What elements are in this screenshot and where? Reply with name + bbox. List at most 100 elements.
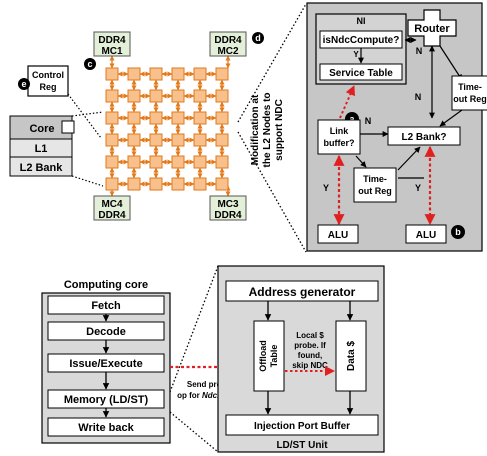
red-dotted-to-service-table xyxy=(339,85,355,119)
link-buffer-line1: Link xyxy=(330,126,349,136)
mesh-node xyxy=(105,177,119,191)
mesh-node xyxy=(127,67,141,81)
badge-d-label: d xyxy=(255,33,261,43)
mesh-node xyxy=(171,177,185,191)
mesh-node xyxy=(105,133,119,147)
ldst-unit-panel: Address generator Offload Table Data $ L… xyxy=(217,265,385,453)
core-label: Core xyxy=(29,123,54,135)
control-reg-box: Control Reg xyxy=(27,65,69,97)
timeout-reg-bottom xyxy=(353,167,397,203)
badge-b-label: b xyxy=(455,227,461,237)
link-buffer-box xyxy=(317,119,361,155)
core-zoom-line-bottom xyxy=(71,175,104,187)
memory-controller-mc1: DDR4 MC1 xyxy=(93,31,131,57)
alu-left-box xyxy=(317,224,359,244)
memory-controller-mc4: MC4 DDR4 xyxy=(93,195,131,221)
mesh-node xyxy=(193,67,207,81)
n-link-label: N xyxy=(365,116,372,126)
data-cache-label: Data $ xyxy=(346,341,357,371)
computing-core-title: Computing core xyxy=(64,279,148,291)
ldst-unit-title: LD/ST Unit xyxy=(276,440,328,451)
pipeline-stage-label: Fetch xyxy=(91,300,121,312)
mesh-node xyxy=(215,177,229,191)
timeout-right-line1: Time- xyxy=(458,82,482,92)
mc-label: MC1 xyxy=(101,46,123,57)
router-label: Router xyxy=(414,23,450,35)
mesh-node xyxy=(149,89,163,103)
mesh-node xyxy=(127,133,141,147)
injection-port-buffer-box xyxy=(225,414,379,436)
mesh-node xyxy=(127,111,141,125)
service-table-label: Service Table xyxy=(329,68,393,79)
mc-label: MC4 xyxy=(101,199,123,210)
mesh-node xyxy=(149,111,163,125)
mesh-node xyxy=(215,89,229,103)
probe-line1: Local $ xyxy=(296,331,324,340)
mesh-node xyxy=(127,89,141,103)
mesh-node xyxy=(215,155,229,169)
mesh-node xyxy=(171,67,185,81)
panel-zoom-line-bottom xyxy=(237,131,307,253)
probe-line2: probe. If xyxy=(294,341,326,350)
timeout-right-line2: out Reg xyxy=(453,94,487,104)
computing-core: Computing core FetchDecodeIssue/ExecuteM… xyxy=(41,279,171,444)
ldst-zoom-line-bottom xyxy=(169,411,219,453)
mesh-node xyxy=(105,67,119,81)
probe-line3: found, xyxy=(298,351,322,360)
offload-table-box xyxy=(253,320,285,392)
badge-c: c xyxy=(84,58,96,70)
badge-e-label: e xyxy=(21,79,26,89)
ddr4-label: DDR4 xyxy=(214,210,242,221)
mesh-node xyxy=(127,177,141,191)
ddr4-label: DDR4 xyxy=(98,35,126,46)
alu-left-label: ALU xyxy=(328,230,349,241)
l1-label: L1 xyxy=(35,143,48,155)
ddr4-label: DDR4 xyxy=(214,35,242,46)
is-ndc-compute-label: isNdcCompute? xyxy=(323,35,400,46)
mesh-node xyxy=(149,67,163,81)
mesh-node xyxy=(105,89,119,103)
mesh-node xyxy=(215,133,229,147)
mesh-node xyxy=(193,111,207,125)
alu-right-box xyxy=(405,224,447,244)
y-right-label: Y xyxy=(415,183,421,193)
mc-label: MC3 xyxy=(217,199,239,210)
y-small-label: Y xyxy=(353,50,359,59)
ni-title: NI xyxy=(357,16,366,26)
n-mid-label: N xyxy=(415,92,422,102)
timeout-bottom-line2: out Reg xyxy=(358,186,392,196)
control-reg-line2: Reg xyxy=(39,82,56,92)
service-table-box xyxy=(319,63,403,81)
timeout-bottom-line1: Time- xyxy=(363,174,387,184)
side-caption-line3: support NDC xyxy=(274,99,285,161)
l2-node-panel: NI isNdcCompute? Y Service Table Router … xyxy=(306,2,487,252)
offload-table-line2: Table xyxy=(269,345,279,368)
pipeline-stage-label: Issue/Execute xyxy=(69,358,142,370)
badge-a-label: a xyxy=(349,114,355,124)
core-stack: Core L1 L2 Bank xyxy=(9,115,75,177)
side-caption: Modification at the L2 Nodes to support … xyxy=(250,92,285,167)
l2-bank-cell xyxy=(9,156,73,177)
timeout-reg-right xyxy=(451,75,487,111)
mesh-node xyxy=(171,155,185,169)
badge-c-label: c xyxy=(87,59,92,69)
pipeline-stage-label: Memory (LD/ST) xyxy=(64,394,149,406)
address-generator-box xyxy=(225,280,379,302)
memory-controller-mc3: MC3 DDR4 xyxy=(209,195,247,221)
probe-line4: skip NDC xyxy=(292,361,328,370)
mesh-node xyxy=(171,133,185,147)
offload-table-line1: Offload xyxy=(258,340,268,372)
l2-bank-query-label: L2 Bank? xyxy=(401,132,446,143)
mesh-node xyxy=(149,177,163,191)
mesh-node xyxy=(215,67,229,81)
mesh-node xyxy=(193,177,207,191)
address-generator-label: Address generator xyxy=(249,285,356,299)
l2-bank-query-box xyxy=(387,126,461,146)
mesh-node xyxy=(171,111,185,125)
mc-label: MC2 xyxy=(217,46,239,57)
ddr4-label: DDR4 xyxy=(98,210,126,221)
pipeline-stage-label: Write back xyxy=(78,422,134,434)
core-zoom-line-top xyxy=(71,111,104,117)
control-reg-line1: Control xyxy=(32,70,64,80)
n-router-label: N xyxy=(416,46,423,56)
